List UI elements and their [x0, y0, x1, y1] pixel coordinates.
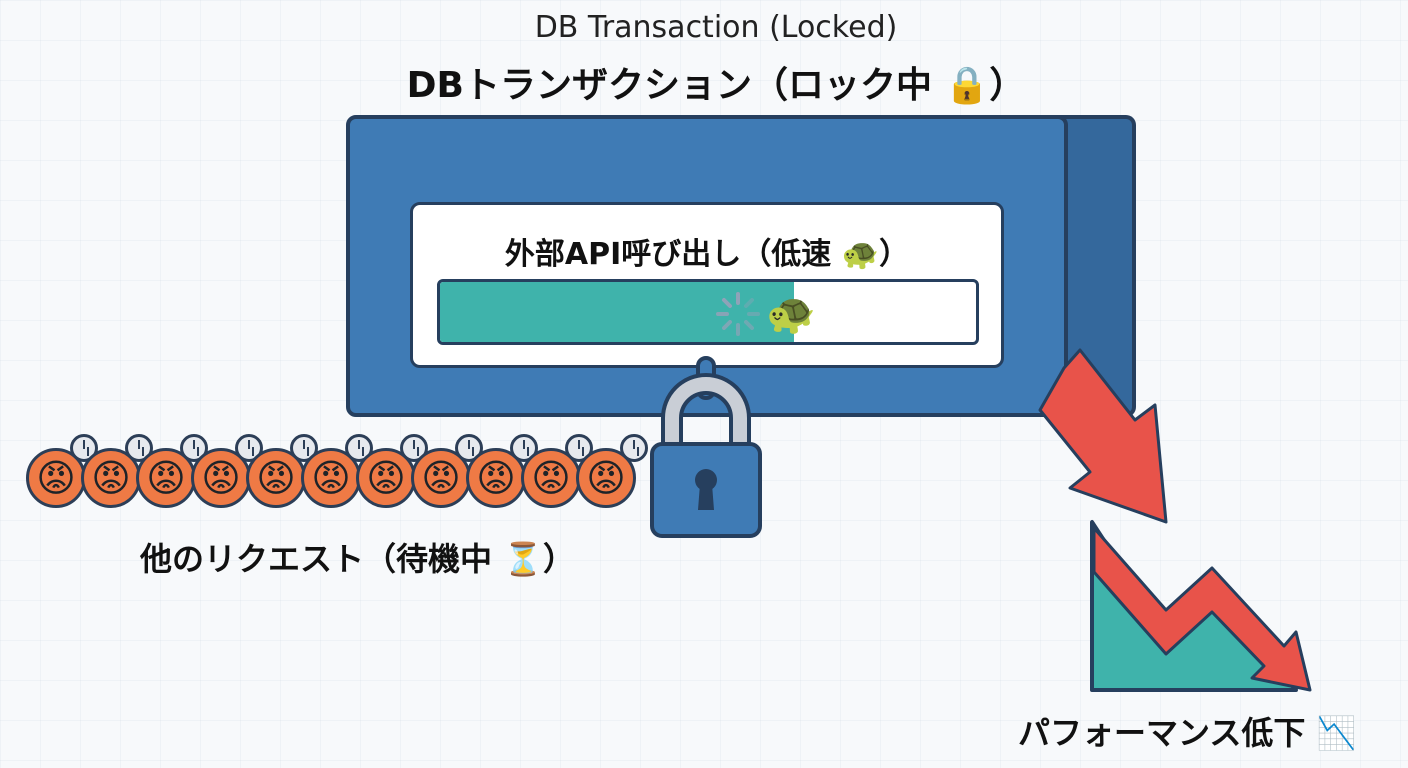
- external-api-label: 外部API呼び出し（低速 🐢）: [413, 229, 1001, 273]
- external-api-label-close: ）: [879, 237, 910, 272]
- performance-decline-arrow: [1092, 526, 1312, 692]
- angry-face-icon: 😡: [136, 448, 196, 508]
- title-japanese: DBトランザクション（ロック中 🔒）: [0, 56, 1408, 108]
- lock-icon: 🔒: [944, 65, 990, 106]
- waiting-requests-label-close: ）: [543, 540, 576, 578]
- waiting-requests-queue: 😡😡😡😡😡😡😡😡😡😡😡: [26, 434, 648, 524]
- angry-face-icon: 😡: [81, 448, 141, 508]
- title-japanese-close: ）: [989, 65, 1026, 106]
- clock-icon: [565, 434, 593, 462]
- turtle-icon-large: 🐢: [766, 291, 816, 337]
- clock-icon: [620, 434, 648, 462]
- turtle-icon: 🐢: [841, 237, 880, 272]
- title-japanese-text: DBトランザクション（ロック中: [406, 65, 932, 106]
- external-api-card: 外部API呼び出し（低速 🐢）: [410, 202, 1004, 368]
- padlock-icon: [650, 356, 762, 538]
- clock-icon: [70, 434, 98, 462]
- clock-icon: [510, 434, 538, 462]
- waiting-requests-label-text: 他のリクエスト（待機中: [140, 540, 493, 578]
- clock-icon: [345, 434, 373, 462]
- hourglass-icon: ⏳: [503, 540, 543, 578]
- api-progress-bar: [437, 279, 979, 345]
- external-api-label-text: 外部API呼び出し（低速: [504, 237, 832, 272]
- chart-decreasing-icon: 📉: [1316, 714, 1357, 752]
- loading-spinner-icon: [716, 292, 760, 336]
- waiting-requests-label: 他のリクエスト（待機中 ⏳）: [140, 534, 575, 580]
- down-arrow-icon: [1038, 348, 1168, 524]
- clock-icon: [400, 434, 428, 462]
- api-progress-fill: [440, 282, 794, 342]
- performance-decline-label-text: パフォーマンス低下: [1018, 714, 1306, 752]
- title-english: DB Transaction (Locked): [534, 10, 898, 45]
- performance-decline-label: パフォーマンス低下 📉: [1018, 708, 1356, 754]
- clock-icon: [125, 434, 153, 462]
- angry-face-icon: 😡: [521, 448, 581, 508]
